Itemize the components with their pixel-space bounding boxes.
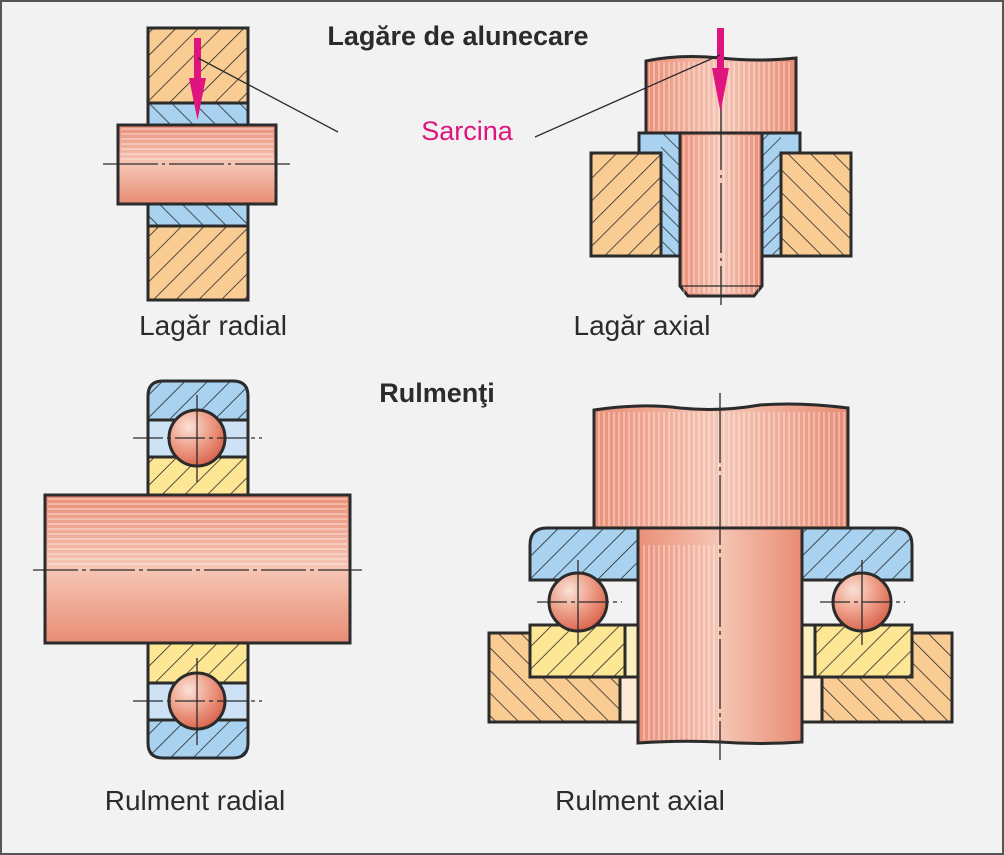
outer-race-top bbox=[146, 379, 250, 422]
title-rolling-bearings: Rulmenţi bbox=[379, 378, 495, 408]
caption-radial-plain: Lagăr radial bbox=[139, 310, 287, 341]
load-arrow-icon bbox=[712, 28, 729, 112]
load-label: Sarcina bbox=[421, 116, 514, 146]
axial-rolling-bearing: Rulment axial bbox=[487, 393, 954, 816]
bushing-bottom bbox=[146, 202, 250, 228]
housing-washer-left bbox=[528, 623, 640, 679]
housing-right bbox=[779, 151, 853, 258]
radial-rolling-bearing: Rulment radial bbox=[33, 379, 362, 816]
shaft-head bbox=[592, 402, 850, 530]
outer-race-bottom bbox=[146, 718, 250, 760]
load-leader-line-left bbox=[197, 57, 339, 133]
housing-bottom bbox=[146, 224, 250, 302]
load-arrow-icon bbox=[189, 38, 206, 120]
load-leader-line-right bbox=[534, 54, 721, 138]
caption-radial-rolling: Rulment radial bbox=[105, 785, 286, 816]
title-sliding-bearings: Lagăre de alunecare bbox=[327, 21, 588, 51]
shaft bbox=[43, 493, 352, 645]
shaft-washer-right bbox=[800, 526, 914, 582]
axial-plain-bearing: Lagăr axial bbox=[534, 28, 853, 341]
caption-axial-plain: Lagăr axial bbox=[574, 310, 711, 341]
caption-axial-rolling: Rulment axial bbox=[555, 785, 725, 816]
housing-washer-right bbox=[800, 623, 914, 679]
shaft-journal bbox=[636, 526, 804, 745]
radial-plain-bearing: Lagăr radial bbox=[103, 26, 339, 341]
housing-left bbox=[589, 151, 663, 258]
